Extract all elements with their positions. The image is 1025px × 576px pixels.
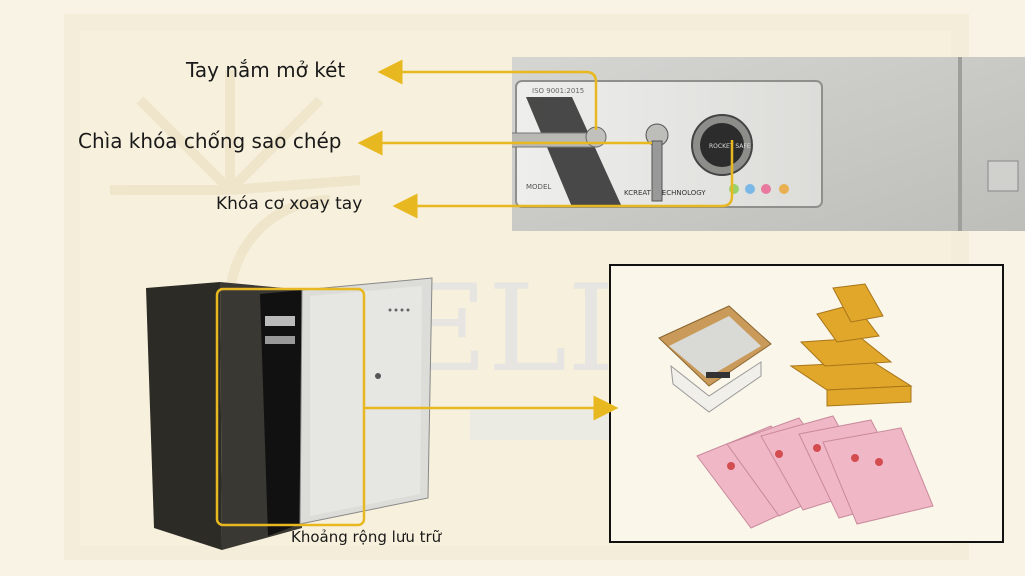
label-anti-copy-key: Chìa khóa chống sao chép — [78, 129, 342, 153]
label-storage-space: Khoảng rộng lưu trữ — [291, 528, 442, 546]
model-text: MODEL — [526, 183, 551, 191]
sunburst-decoration — [110, 70, 361, 301]
dial-text: ROCKET SAFE — [709, 143, 751, 150]
control-panel-photo: ISO 9001:2015 MODEL KCREATE TECHNOLOGY R… — [512, 57, 1025, 231]
storage-contents-box — [609, 264, 1004, 543]
open-safe-photo — [146, 277, 433, 550]
storage-contents-illustration — [658, 283, 934, 529]
label-handle: Tay nắm mở két — [186, 58, 346, 82]
label-mechanical-dial: Khóa cơ xoay tay — [216, 194, 363, 214]
brand-text: KCREATE TECHNOLOGY — [624, 189, 706, 197]
iso-text: ISO 9001:2015 — [532, 87, 584, 95]
